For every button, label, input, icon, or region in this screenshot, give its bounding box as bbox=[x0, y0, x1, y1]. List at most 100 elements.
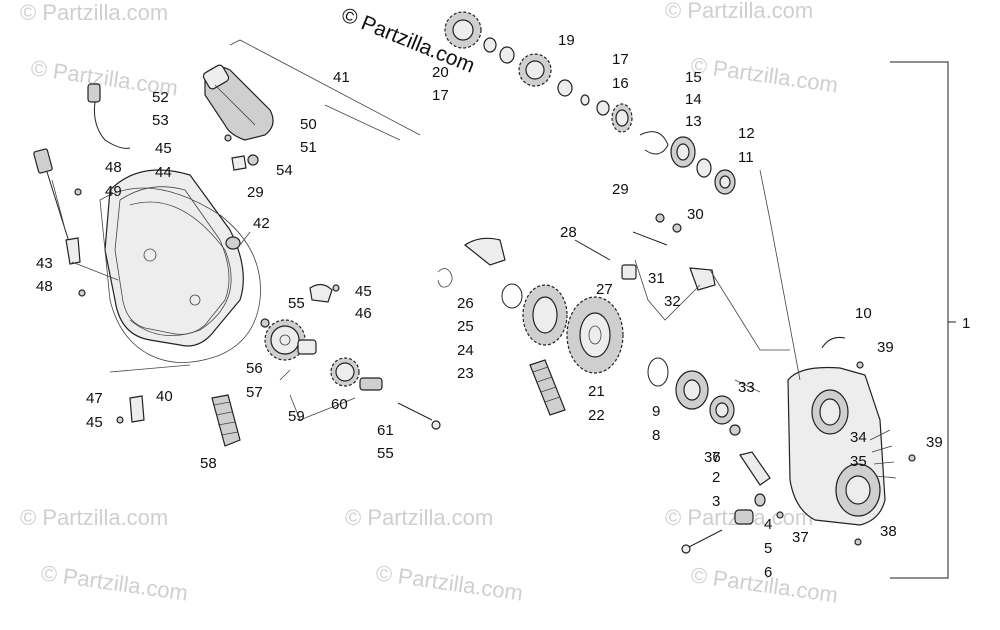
callout-3: 3 bbox=[712, 493, 720, 510]
bushing-4 bbox=[734, 509, 754, 525]
washer-16 bbox=[596, 100, 610, 116]
callout-12: 12 bbox=[738, 125, 755, 142]
bolt-6 bbox=[681, 529, 723, 554]
gear-19 bbox=[518, 53, 552, 87]
washer-3 bbox=[754, 493, 766, 507]
callout-37: 37 bbox=[792, 529, 809, 546]
callout-15: 15 bbox=[685, 69, 702, 86]
washer-20 bbox=[499, 46, 515, 64]
bearing-13 bbox=[670, 136, 696, 168]
callout-45-b: 45 bbox=[355, 283, 372, 300]
callout-48-b: 48 bbox=[36, 278, 53, 295]
callout-58: 58 bbox=[200, 455, 217, 472]
watermark: © Partzilla.com bbox=[374, 560, 524, 605]
callout-40: 40 bbox=[156, 388, 173, 405]
gear-23 bbox=[522, 284, 568, 346]
shift-parts bbox=[437, 213, 716, 291]
selector-rod bbox=[33, 148, 81, 265]
callout-52: 52 bbox=[152, 89, 169, 106]
callout-48: 48 bbox=[105, 159, 122, 176]
bushing-60 bbox=[359, 377, 383, 391]
callout-34: 34 bbox=[850, 429, 867, 446]
snap-ring-9 bbox=[647, 357, 669, 387]
gear-21 bbox=[566, 296, 624, 374]
callout-51: 51 bbox=[300, 139, 317, 156]
clip-17 bbox=[580, 94, 590, 106]
callout-60: 60 bbox=[331, 396, 348, 413]
callout-33: 33 bbox=[738, 379, 755, 396]
assembly-bracket bbox=[890, 61, 949, 579]
actuator-motor bbox=[202, 64, 274, 141]
callout-26: 26 bbox=[457, 295, 474, 312]
watermark: © Partzilla.com bbox=[39, 560, 189, 605]
watermark: © Partzilla.com bbox=[345, 505, 493, 530]
callout-47: 47 bbox=[86, 390, 103, 407]
callout-22: 22 bbox=[588, 407, 605, 424]
callout-43: 43 bbox=[36, 255, 53, 272]
chain-58 bbox=[211, 394, 241, 447]
callout-56: 56 bbox=[246, 360, 263, 377]
watermark: © Partzilla.com bbox=[689, 52, 839, 97]
callout-54: 54 bbox=[276, 162, 293, 179]
callout-36: 36 bbox=[704, 449, 721, 466]
callout-45: 45 bbox=[155, 140, 172, 157]
callout-1: 1 bbox=[962, 315, 970, 332]
callout-29: 29 bbox=[612, 181, 629, 198]
callout-46: 46 bbox=[355, 305, 372, 322]
gear-15 bbox=[611, 103, 633, 133]
watermark: © Partzilla.com bbox=[665, 0, 813, 23]
watermark: © Partzilla.com bbox=[20, 0, 168, 25]
watermark: © Partzilla.com bbox=[20, 505, 168, 530]
callout-53: 53 bbox=[152, 112, 169, 129]
plug-36 bbox=[729, 424, 741, 436]
callout-39-b: 39 bbox=[926, 434, 943, 451]
callout-30: 30 bbox=[687, 206, 704, 223]
callout-38: 38 bbox=[880, 523, 897, 540]
callout-17-b: 17 bbox=[432, 87, 449, 104]
callout-28: 28 bbox=[560, 224, 577, 241]
washer-55 bbox=[260, 318, 270, 328]
callout-19: 19 bbox=[558, 32, 575, 49]
snap-ring-14 bbox=[639, 131, 669, 155]
callout-27: 27 bbox=[596, 281, 613, 298]
callout-10: 10 bbox=[855, 305, 872, 322]
callout-9: 9 bbox=[652, 403, 660, 420]
callout-4: 4 bbox=[764, 516, 772, 533]
gear-20 bbox=[444, 11, 482, 49]
callout-45-c: 45 bbox=[86, 414, 103, 431]
callout-20: 20 bbox=[432, 64, 449, 81]
callout-59: 59 bbox=[288, 408, 305, 425]
screws bbox=[74, 134, 916, 546]
left-small-parts bbox=[129, 154, 333, 423]
shaft-61 bbox=[397, 402, 441, 430]
gear-56 bbox=[264, 319, 306, 361]
leader-lines bbox=[71, 39, 801, 421]
callout-13: 13 bbox=[685, 113, 702, 130]
callout-16: 16 bbox=[612, 75, 629, 92]
callout-31: 31 bbox=[648, 270, 665, 287]
left-cover-housing bbox=[104, 169, 244, 347]
callout-55-b: 55 bbox=[377, 445, 394, 462]
callout-5: 5 bbox=[764, 540, 772, 557]
washer-18 bbox=[557, 79, 573, 97]
callout-25: 25 bbox=[457, 318, 474, 335]
sensor-cable bbox=[87, 83, 131, 149]
callout-49: 49 bbox=[105, 183, 122, 200]
spacer-17 bbox=[483, 37, 497, 53]
gearcase-housing bbox=[787, 337, 897, 526]
callout-24: 24 bbox=[457, 342, 474, 359]
gasket bbox=[99, 187, 261, 363]
callout-29-b: 29 bbox=[247, 184, 264, 201]
callout-41: 41 bbox=[333, 69, 350, 86]
hub-57 bbox=[297, 339, 317, 355]
callout-39: 39 bbox=[877, 339, 894, 356]
callout-50: 50 bbox=[300, 116, 317, 133]
callout-8: 8 bbox=[652, 427, 660, 444]
callout-21: 21 bbox=[588, 383, 605, 400]
snap-ring-24 bbox=[501, 283, 523, 309]
callout-61: 61 bbox=[377, 422, 394, 439]
bracket-2 bbox=[739, 451, 771, 486]
callout-17: 17 bbox=[612, 51, 629, 68]
